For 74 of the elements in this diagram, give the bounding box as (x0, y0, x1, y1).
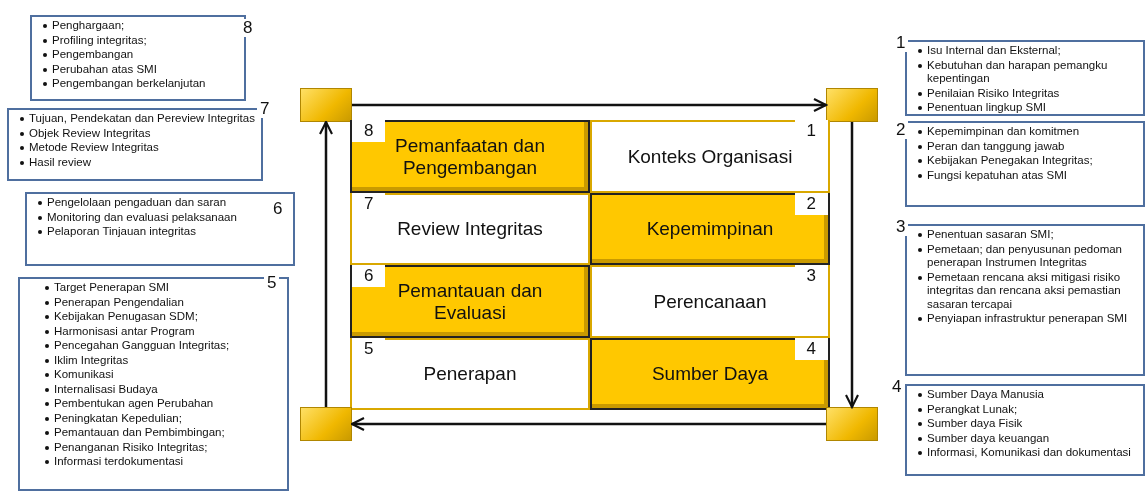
list-number: 2 (893, 121, 909, 139)
list-number: 3 (893, 218, 909, 236)
bullet-item: Sumber Daya Manusia (927, 388, 1044, 400)
list-frame (25, 192, 295, 266)
bullet-item: Penanganan Risiko Integritas; (54, 440, 208, 453)
bullet-item: Pemetaan; dan penyusunan pedoman penerapan Instrumen Integritas (927, 242, 1122, 268)
stage-box (590, 338, 830, 410)
arrow (352, 97, 828, 113)
stage-box (350, 265, 590, 338)
stage-title: Konteks Organisasi (626, 145, 794, 168)
bullet-item: Penerapan Pengendalian (54, 295, 184, 308)
stage-box (590, 265, 830, 338)
bullet-item: Perubahan atas SMI (52, 62, 157, 75)
bullet-item: Penyiapan infrastruktur penerapan SMI (927, 312, 1128, 324)
stage-title: Pemantauan dan Evaluasi (396, 279, 544, 324)
stage-box (590, 120, 830, 193)
bullet-item: Harmonisasi antar Program (54, 324, 195, 337)
corner-block (300, 88, 352, 122)
bullet-item: Peran dan tanggung jawab (927, 139, 1065, 152)
stage-box (350, 120, 590, 193)
stage-title: Penerapan (422, 363, 518, 385)
bullet-item: Kebijakan Penugasan SDM; (54, 310, 198, 322)
bullet-item: Perangkat Lunak; (927, 402, 1018, 415)
bullet-item: Iklim Integritas (54, 353, 129, 366)
bullet-item: Kebutuhan dan harapan pemangku kepentingan (927, 58, 1108, 84)
bullet-item: Pembentukan agen Perubahan (54, 397, 214, 409)
stage-title: Kepemimpinan (645, 218, 775, 240)
bullet-item: Pengembangan berkelanjutan (52, 77, 206, 89)
bullet-item: Informasi, Komunikasi dan dokumentasi (927, 446, 1131, 458)
stage-title: Review Integritas (396, 218, 544, 240)
bullet-item: Internalisasi Budaya (54, 382, 158, 395)
bullet-item: Penentuan lingkup SMI (927, 101, 1046, 113)
bullet-item: Pengembangan (52, 48, 134, 60)
bullet-item: Pemetaan rencana aksi mitigasi risiko integritas dan rencana aksi pemastian sasaran tercapai (927, 270, 1121, 310)
bullet-item: Penghargaan; (52, 19, 125, 31)
corner-block (300, 407, 352, 441)
bullet-item: Penentuan sasaran SMI; (927, 228, 1054, 240)
bullet-item: Sumber daya keuangan (927, 431, 1050, 444)
step-number: 8 (352, 120, 386, 142)
bullet-item: Informasi terdokumentasi (54, 455, 184, 467)
bullet-item: Pengelolaan pengaduan dan saran (47, 196, 227, 208)
arrow (318, 120, 334, 407)
corner-block (826, 88, 878, 122)
step-number: 2 (794, 193, 828, 215)
bullet-item: Komunikasi (54, 368, 114, 380)
bullet-item: Pemantauan dan Pembimbingan; (54, 426, 225, 438)
stage-title: Pemanfaatan dan Pengembangan (394, 134, 546, 179)
stage-box (590, 193, 830, 265)
bullet-item: Kepemimpinan dan komitmen (927, 125, 1080, 137)
step-number: 6 (352, 265, 386, 287)
bullet-item: Peningkatan Kepedulian; (54, 411, 182, 424)
bullet-item: Penilaian Risiko Integritas (927, 86, 1060, 99)
corner-block (826, 407, 878, 441)
bullet-item: Profiling integritas; (52, 33, 147, 46)
stage-box (350, 338, 590, 410)
arrow (350, 416, 826, 432)
bullet-item: Pencegahan Gangguan Integritas; (54, 339, 230, 351)
bullet-item: Pelaporan Tinjauan integritas (47, 225, 196, 237)
bullet-item: Monitoring dan evaluasi pelaksanaan (47, 210, 237, 223)
list-frame (18, 277, 289, 491)
stage-box (350, 193, 590, 265)
bullet-item: Objek Review Integritas (29, 126, 151, 139)
bullet-item: Metode Review Integritas (29, 141, 159, 153)
bullet-item: Isu Internal dan Eksternal; (927, 44, 1061, 56)
bullet-item: Kebijakan Penegakan Integritas; (927, 154, 1093, 166)
bullet-item: Tujuan, Pendekatan dan Pereview Integritas (29, 112, 255, 124)
step-number: 4 (794, 338, 828, 360)
stage-title: Sumber Daya (650, 363, 770, 385)
stage-title: Perencanaan (652, 290, 768, 313)
bullet-item: Fungsi kepatuhan atas SMI (927, 168, 1067, 181)
arrow (844, 122, 860, 409)
bullet-item: Target Penerapan SMI (54, 281, 170, 293)
bullet-item: Hasil review (29, 155, 91, 168)
bullet-item: Sumber daya Fisik (927, 417, 1023, 429)
